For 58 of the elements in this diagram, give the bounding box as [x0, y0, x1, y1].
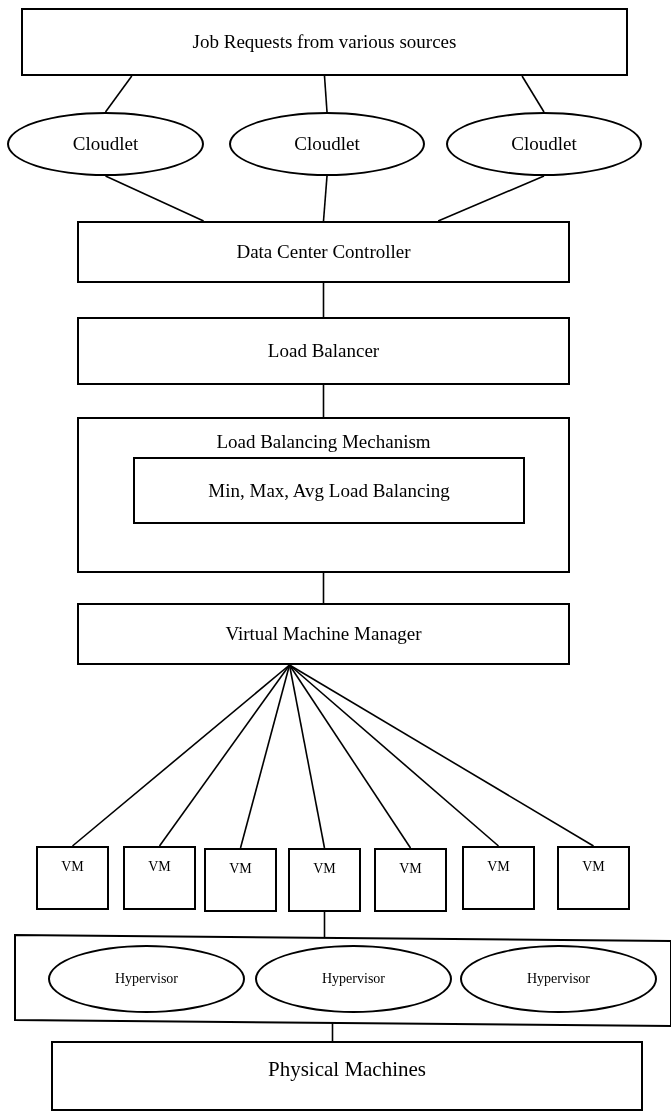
- box-label: Load Balancing Mechanism: [216, 431, 431, 453]
- process-box: [462, 846, 535, 910]
- ellipse-node: [460, 945, 657, 1013]
- box-label: Cloudlet: [511, 133, 577, 155]
- process-box: [204, 848, 277, 912]
- process-box: [133, 457, 525, 524]
- box-label: VM: [61, 859, 84, 875]
- process-box: [51, 1041, 643, 1111]
- ellipse-node: [255, 945, 452, 1013]
- box-label: Cloudlet: [72, 133, 139, 155]
- box-label: Hypervisor: [322, 971, 385, 987]
- box-label: Load Balancer: [267, 340, 380, 362]
- connector-line: [104, 175, 205, 222]
- process-box: [21, 8, 628, 76]
- connector-line: [437, 175, 545, 222]
- process-box: [374, 848, 447, 912]
- box-label: Virtual Machine Manager: [225, 623, 422, 645]
- box-label: VM: [487, 859, 510, 875]
- box-label: VM: [148, 859, 171, 875]
- connector-line: [104, 75, 133, 113]
- ellipse-node: [229, 112, 425, 176]
- box-label: Cloudlet: [294, 133, 360, 155]
- connector-line: [288, 664, 326, 849]
- box-label: Min, Max, Avg Load Balancing: [208, 479, 450, 502]
- box-label: Hypervisor: [527, 971, 590, 987]
- box-label: Job Requests from various sources: [192, 31, 457, 53]
- ellipse-node: [446, 112, 642, 176]
- box-label: VM: [313, 861, 336, 877]
- process-box: [36, 846, 109, 910]
- process-box: [77, 317, 570, 385]
- box-label: Physical Machines: [267, 1057, 427, 1082]
- process-box: [77, 603, 570, 665]
- ellipse-node: [7, 112, 204, 176]
- connector-line: [322, 175, 328, 222]
- hypervisor-layer-band: [14, 934, 671, 1027]
- connector-line: [323, 911, 326, 939]
- connector-line: [323, 75, 328, 113]
- connector-line: [288, 664, 500, 847]
- box-label: Data Center Controller: [236, 241, 411, 263]
- connector-line: [331, 1022, 334, 1042]
- box-label: VM: [399, 861, 422, 877]
- connector-line: [288, 664, 595, 847]
- connector-line: [239, 664, 291, 849]
- connector-line: [322, 572, 325, 604]
- connector-line: [288, 664, 412, 849]
- process-box: [123, 846, 196, 910]
- connector-line: [158, 664, 291, 847]
- connector-line: [322, 282, 325, 318]
- ellipse-node: [48, 945, 245, 1013]
- box-label: VM: [229, 861, 252, 877]
- box-label: Hypervisor: [115, 971, 178, 987]
- process-box: [288, 848, 361, 912]
- process-box: [77, 221, 570, 283]
- connector-line: [521, 75, 545, 113]
- process-box: [77, 417, 570, 573]
- box-label: VM: [582, 859, 605, 875]
- process-box: [557, 846, 630, 910]
- connector-line: [322, 384, 325, 418]
